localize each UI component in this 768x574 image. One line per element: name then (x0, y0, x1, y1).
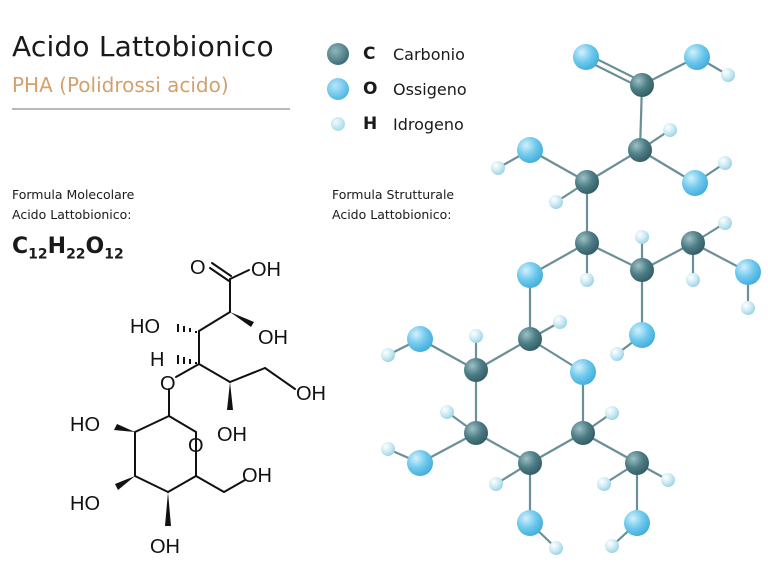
formula-c: C (12, 234, 29, 259)
legend-oxygen-name: Ossigeno (393, 79, 467, 99)
structural-formula-label-line1: Formula Strutturale (332, 187, 455, 202)
legend-carbon-symbol: C (363, 44, 376, 64)
skeletal-ho-ring-top: HO (70, 414, 100, 436)
hydrogen-atom (553, 315, 567, 329)
carbon-atom (630, 258, 654, 282)
hydrogen-atom (597, 477, 611, 491)
formula-o: O (85, 234, 105, 259)
hydrogen-atom (721, 68, 735, 82)
carbon-atom (575, 231, 599, 255)
carbon-atom (630, 73, 654, 97)
oxygen-atom (629, 322, 655, 348)
hydrogen-atom (491, 161, 505, 175)
oxygen-atom-icon (327, 78, 349, 100)
oxygen-atom (682, 170, 708, 196)
skeletal-o-ring: O (188, 435, 204, 457)
hydrogen-atom (635, 230, 649, 244)
oxygen-atom (517, 262, 543, 288)
legend-oxygen-symbol: O (363, 79, 378, 99)
hydrogen-atom (605, 406, 619, 420)
hydrogen-atom-icon (331, 117, 345, 131)
oxygen-atom (573, 44, 599, 70)
carbon-atom (518, 451, 542, 475)
page-subtitle: PHA (Polidrossi acido) (12, 73, 229, 97)
page-title: Acido Lattobionico (12, 30, 274, 63)
skeletal-oh-acid: OH (251, 259, 281, 281)
skeletal-ho-ring-mid: HO (70, 493, 100, 515)
carbon-atom (628, 138, 652, 162)
hydrogen-atom (440, 405, 454, 419)
hydrogen-atom (605, 539, 619, 553)
hydrogen-atom (580, 273, 594, 287)
legend-hydrogen-name: Idrogeno (393, 114, 464, 134)
carbon-atom (518, 327, 542, 351)
molecular-formula-label-line1: Formula Molecolare (12, 187, 135, 202)
carbon-atom (625, 451, 649, 475)
hydrogen-atom (718, 156, 732, 170)
hydrogen-atom (489, 477, 503, 491)
hydrogen-atom (686, 273, 700, 287)
skeletal-oh-ch2: OH (242, 465, 272, 487)
oxygen-atom (684, 44, 710, 70)
oxygen-atom (570, 359, 596, 385)
hydrogen-atom (661, 473, 675, 487)
carbon-atom (464, 421, 488, 445)
structural-formula-label-line2: Acido Lattobionico: (332, 207, 452, 222)
skeletal-oh-ring-bottom: OH (150, 536, 180, 558)
skeletal-h-c4: H (150, 349, 164, 371)
molecular-formula-label: Formula Molecolare Acido Lattobionico: (12, 185, 134, 225)
legend-hydrogen-symbol: H (363, 114, 378, 134)
formula-o-count: 12 (104, 246, 124, 263)
carbon-atom (464, 358, 488, 382)
molecular-formula: C12H22O12 (12, 234, 124, 262)
skeletal-oh-c2: OH (258, 327, 288, 349)
skeletal-ho-c2: HO (130, 316, 160, 338)
hydrogen-atom (549, 541, 563, 555)
hydrogen-atom (741, 301, 755, 315)
skeletal-o-bridge: O (160, 373, 176, 395)
carbon-atom-icon (327, 43, 349, 65)
oxygen-atom (517, 137, 543, 163)
hydrogen-atom (381, 442, 395, 456)
hydrogen-atom (469, 329, 483, 343)
hydrogen-atom (663, 123, 677, 137)
skeletal-oh-c6: OH (296, 383, 326, 405)
carbon-atom (571, 421, 595, 445)
skeletal-o-carbonyl: O (190, 257, 206, 279)
structural-formula-label: Formula Strutturale Acido Lattobionico: (332, 185, 454, 225)
formula-c-count: 12 (28, 246, 48, 263)
carbon-atom (575, 170, 599, 194)
oxygen-atom (624, 510, 650, 536)
carbon-atom (681, 231, 705, 255)
oxygen-atom (517, 510, 543, 536)
hydrogen-atom (549, 195, 563, 209)
legend-carbon-name: Carbonio (393, 44, 465, 64)
formula-h-count: 22 (66, 246, 86, 263)
formula-h: H (47, 234, 67, 259)
hydrogen-atom (718, 216, 732, 230)
hydrogen-atom (610, 347, 624, 361)
hydrogen-atom (381, 348, 395, 362)
oxygen-atom (407, 450, 433, 476)
title-divider (12, 108, 290, 110)
skeletal-oh-c5: OH (217, 424, 247, 446)
molecular-formula-label-line2: Acido Lattobionico: (12, 207, 132, 222)
oxygen-atom (735, 259, 761, 285)
oxygen-atom (407, 326, 433, 352)
